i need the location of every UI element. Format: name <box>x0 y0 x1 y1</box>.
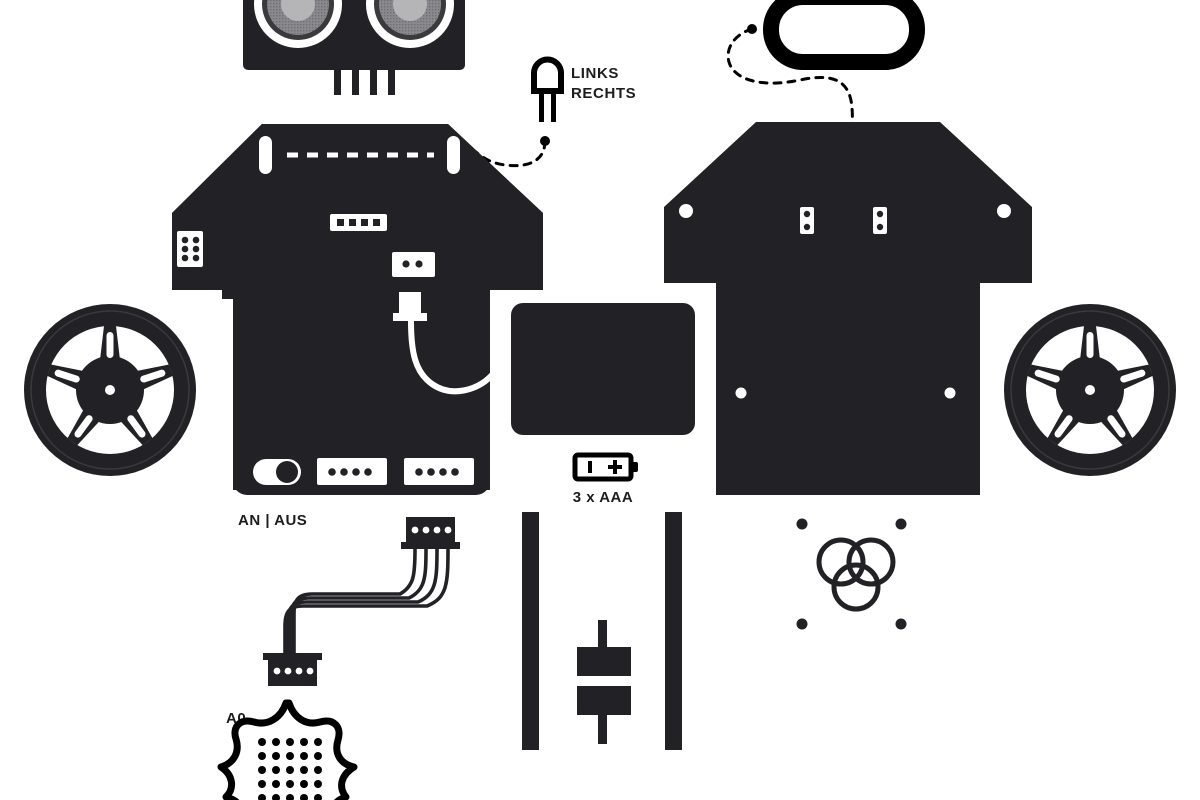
power-switch-label: AN | AUS <box>238 512 307 529</box>
power-switch[interactable] <box>253 459 301 485</box>
standoff-right[interactable] <box>665 512 682 750</box>
battery-terminal-cap <box>631 462 638 472</box>
leader-line-led <box>474 136 550 168</box>
battery-holder[interactable] <box>511 303 695 435</box>
microbit-board[interactable] <box>217 699 358 800</box>
bottom-plate-hole-bottom-right <box>944 387 956 399</box>
ultrasonic-sensor[interactable] <box>243 0 465 95</box>
motor-shaft-top <box>598 620 607 652</box>
standoff-left[interactable] <box>522 512 539 750</box>
motor-connector-left[interactable] <box>800 207 814 234</box>
ribbon-connector-lower[interactable] <box>263 653 322 686</box>
bottom-chassis-plate[interactable] <box>664 122 1032 495</box>
wheel-right-hub-hole <box>1085 385 1095 395</box>
led-body <box>531 56 564 94</box>
ball-caster[interactable] <box>816 537 896 612</box>
chassis-header-4pin-b[interactable] <box>404 458 474 485</box>
wheel-right[interactable] <box>1004 304 1176 476</box>
ribbon-cable[interactable] <box>263 517 460 686</box>
led-label-rechts: RECHTS <box>571 85 636 102</box>
bottom-plate-hole-top-left <box>679 204 693 218</box>
ribbon-connector-upper[interactable] <box>401 517 460 549</box>
chassis-connector-2pin[interactable] <box>392 252 435 277</box>
battery-plus-icon <box>608 460 622 474</box>
battery-cable <box>408 318 513 395</box>
bottom-plate-hole-top-right <box>997 204 1011 218</box>
caster-screw-top-right <box>895 518 907 530</box>
chassis-header-6pin[interactable] <box>177 231 203 267</box>
power-switch-knob <box>276 461 298 483</box>
ball-caster-screws <box>796 518 907 630</box>
motor-shaft-bottom <box>598 710 607 744</box>
caster-screw-bottom-right <box>895 618 907 630</box>
leader-line-ring <box>726 24 854 216</box>
led-indicator[interactable] <box>531 56 564 123</box>
motor-connector-right[interactable] <box>873 207 887 234</box>
motor-plate-top <box>577 647 631 676</box>
microbit-led-matrix <box>258 738 322 800</box>
mounting-ring[interactable] <box>763 0 925 70</box>
chassis-power-plug[interactable] <box>393 292 427 321</box>
led-flange <box>531 88 564 94</box>
led-leg-right <box>551 94 556 122</box>
chassis-header-4pin-a[interactable] <box>317 458 387 485</box>
battery-minus-icon <box>588 461 592 473</box>
wheel-left[interactable] <box>24 304 196 476</box>
top-chassis-body <box>233 290 490 495</box>
caster-screw-top-left <box>796 518 808 530</box>
led-label-links: LINKS <box>571 65 619 82</box>
ultrasonic-sensor-pins <box>334 70 395 95</box>
bottom-plate-hole-bottom-left <box>735 387 747 399</box>
caster-screw-bottom-left <box>796 618 808 630</box>
led-leg-left <box>539 94 544 122</box>
top-chassis-plate[interactable] <box>172 124 543 495</box>
microbit-outline <box>217 699 358 800</box>
battery-label: 3 x AAA <box>573 489 633 506</box>
chassis-header-4pin-top[interactable] <box>330 214 387 231</box>
chassis-slot-left <box>259 136 272 174</box>
ultrasonic-transducer-right <box>366 0 454 48</box>
battery-icon <box>572 452 638 482</box>
wheel-left-hub-hole <box>105 385 115 395</box>
ultrasonic-transducer-left <box>254 0 342 48</box>
motor-bracket[interactable] <box>577 620 631 744</box>
chassis-slot-right <box>447 136 460 174</box>
